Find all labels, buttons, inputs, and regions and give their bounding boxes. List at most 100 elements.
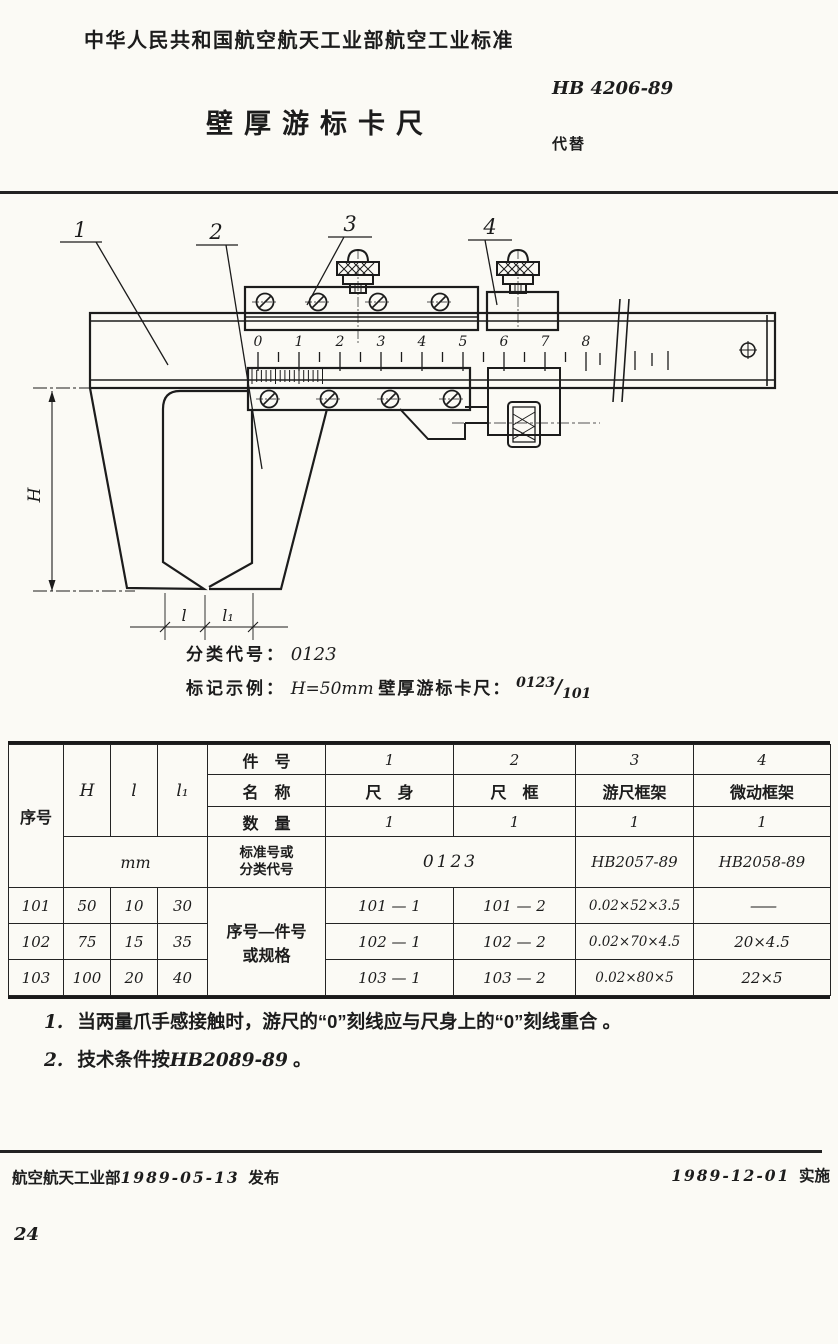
l-102: 15 [110,923,158,960]
row-header-standard: 标准号或 分类代号 [207,836,326,888]
scale-number: 5 [459,334,468,350]
footer-divider-rule [0,1150,822,1153]
note-1-number: 1. [44,1012,64,1033]
scale-number: 4 [417,334,427,350]
row-header-name: 名 称 [207,774,326,807]
moving-jaw [208,406,488,591]
cell-102-2: 102 — 2 [453,923,576,960]
fraction-denominator: 101 [562,686,592,702]
part-leader-2: 2 [196,220,263,470]
marking-example-line: 标记示例： H=50mm 壁厚游标卡尺： 0123∕101 [186,674,591,702]
cell-103-1: 103 — 1 [325,959,454,996]
spec-label-line2: 或规格 [242,947,291,965]
standard-label-line1: 标准号或 [239,845,294,861]
standard-label-line2: 分类代号 [239,862,294,877]
part-no-4: 4 [693,744,831,775]
note-2-standard-ref: HB2089-89 [169,1050,288,1071]
part-label-4: 4 [482,215,496,239]
page-number: 24 [14,1224,40,1245]
dim-label-l1: l₁ [222,606,234,625]
main-scale-numbers: 0 1 2 3 4 5 6 7 8 [254,334,591,350]
beam-break-lines [612,298,630,403]
marking-label: 标记示例： [186,679,286,698]
note-2: 2.技术条件按HB2089-89 。 [44,1041,814,1079]
frame-screws [251,292,466,409]
document-title: 壁厚游标卡尺 [206,109,434,139]
locking-knobs [336,249,540,345]
qty-3: 1 [575,806,694,837]
cell-103-4: 22×5 [693,959,831,996]
standard-span-value: 0123 [325,836,576,888]
l1-102: 35 [157,923,208,960]
footer-issuer: 航空航天工业部 [12,1170,121,1187]
h-101: 50 [63,887,111,924]
specification-table: 序号 H l l₁ 件 号 1 2 3 4 名 称 尺 身 尺 框 游尺框架 微… [8,744,831,996]
beam-end-hole [739,341,757,359]
seq-102: 102 [8,923,64,960]
seq-103: 103 [8,959,64,996]
l1-101: 30 [157,887,208,924]
replaces-label: 代替 [552,136,587,153]
part-label-1: 1 [73,218,86,242]
dim-label-l: l [181,606,186,625]
note-1-text: 当两量爪手感接触时，游尺的“0”刻线应与尺身上的“0”刻线重合 。 [77,1011,622,1032]
scale-number: 6 [500,334,509,350]
cell-103-2: 103 — 2 [453,959,576,996]
name-2: 尺 框 [453,774,576,807]
note-2-text: 技术条件按 [77,1049,170,1070]
footer-issue-label: 发布 [248,1170,280,1187]
footer-impl-date: 1989-12-01 [671,1166,791,1185]
spec-label-line1: 序号—件号 [226,923,307,941]
name-1: 尺 身 [325,774,454,807]
corner-header-seq: 序号 [8,744,64,888]
l1-103: 40 [157,959,208,996]
l-103: 20 [110,959,158,996]
standard-number: HB 4206-89 [552,78,674,99]
cell-102-3: 0.02×70×4.5 [575,923,694,960]
footer-issue-info: 航空航天工业部1989-05-13 发布 [12,1166,279,1188]
main-scale: 0 1 2 3 4 5 6 7 8 [251,334,669,384]
col-header-l: l [110,744,158,837]
classification-value: 0123 [290,644,337,665]
cell-103-3: 0.02×80×5 [575,959,694,996]
part-label-3: 3 [343,212,356,236]
cell-101-1: 101 — 1 [325,887,454,924]
note-2-period: 。 [287,1049,312,1070]
part-leader-4: 4 [468,215,512,306]
scale-number: 1 [295,334,304,350]
part-no-2: 2 [453,744,576,775]
name-4: 微动框架 [693,774,831,807]
dim-label-H: H [25,486,45,503]
cell-101-4: —— [693,887,831,924]
header-divider-rule [0,191,838,194]
cell-101-3: 0.02×52×3.5 [575,887,694,924]
slider-vernier-plate [246,366,472,412]
fine-adjust-frame-block [485,290,560,332]
scale-number: 7 [541,334,550,350]
table-row: 103 100 20 40 103 — 1 103 — 2 0.02×80×5 … [8,959,831,996]
qty-4: 1 [693,806,831,837]
fine-adjust-wheel [452,367,600,448]
qty-2: 1 [453,806,576,837]
unit-cell: mm [63,836,208,888]
marking-name: 壁厚游标卡尺： [378,679,512,698]
fraction-numerator: 0123 [516,675,556,691]
part-leader-1: 1 [60,218,169,366]
row-header-part-no: 件 号 [207,744,326,775]
name-3: 游尺框架 [575,774,694,807]
scale-number: 8 [582,334,591,350]
table-row: 102 75 15 35 102 — 1 102 — 2 0.02×70×4.5… [8,923,831,960]
main-beam [88,298,777,403]
marking-spec: H=50mm [290,679,374,699]
part-leaders: 1 2 3 4 [60,212,512,470]
scale-number: 0 [254,334,263,350]
h-103: 100 [63,959,111,996]
row-header-qty: 数 量 [207,806,326,837]
dimension-jaw-tips: l l₁ [130,593,288,640]
seq-101: 101 [8,887,64,924]
footer-issue-date: 1989-05-13 [120,1168,240,1187]
specification-table-wrapper: 序号 H l l₁ 件 号 1 2 3 4 名 称 尺 身 尺 框 游尺框架 微… [8,741,831,999]
part-no-1: 1 [325,744,454,775]
main-scale-ticks [257,351,669,371]
